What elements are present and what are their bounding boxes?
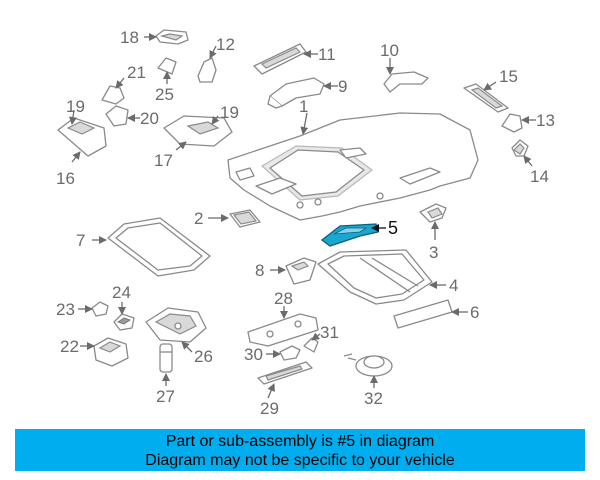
callout-12: 12 bbox=[216, 35, 235, 54]
part-31-clip[interactable] bbox=[303, 337, 319, 353]
callout-3: 3 bbox=[429, 243, 438, 262]
part-5-highlighted[interactable] bbox=[320, 223, 379, 247]
callout-1: 1 bbox=[299, 97, 308, 116]
part-26-console[interactable] bbox=[145, 307, 207, 343]
part-21-bracket[interactable] bbox=[101, 85, 125, 105]
part-8-clip[interactable] bbox=[285, 257, 317, 285]
callout-19-left: 19 bbox=[66, 97, 85, 116]
callout-28: 28 bbox=[274, 289, 293, 308]
part-25-cap[interactable] bbox=[157, 57, 177, 75]
part-4-sunroof-panel[interactable] bbox=[317, 249, 433, 305]
banner-line-1: Part or sub-assembly is #5 in diagram bbox=[165, 433, 435, 450]
part-1-headliner[interactable] bbox=[227, 112, 479, 221]
part-11-rail[interactable] bbox=[253, 43, 307, 75]
callout-24: 24 bbox=[112, 283, 131, 302]
callout-31: 31 bbox=[320, 323, 339, 342]
part-28-panel[interactable] bbox=[247, 313, 319, 347]
part-15-trim[interactable] bbox=[463, 83, 509, 113]
part-10-grab-handle[interactable] bbox=[383, 71, 429, 93]
part-7-seal-frame[interactable] bbox=[107, 217, 211, 277]
callout-32: 32 bbox=[364, 389, 383, 408]
callout-7: 7 bbox=[76, 231, 85, 250]
part-6-strip[interactable] bbox=[393, 299, 453, 329]
callout-2: 2 bbox=[194, 209, 203, 228]
part-3-bracket[interactable] bbox=[419, 203, 447, 223]
callout-30: 30 bbox=[244, 345, 263, 364]
part-30-connector[interactable] bbox=[279, 345, 301, 361]
part-2-lamp[interactable] bbox=[229, 209, 261, 228]
callout-13: 13 bbox=[536, 111, 555, 130]
part-20-mount[interactable] bbox=[105, 105, 129, 127]
part-22-housing[interactable] bbox=[93, 337, 129, 367]
callout-8: 8 bbox=[255, 261, 264, 280]
callout-19-right: 19 bbox=[220, 103, 239, 122]
callout-22: 22 bbox=[60, 337, 79, 356]
callout-23: 23 bbox=[56, 300, 75, 319]
callout-11: 11 bbox=[318, 45, 336, 64]
part-32-speaker[interactable] bbox=[343, 353, 393, 377]
callout-15: 15 bbox=[499, 67, 518, 86]
callout-20: 20 bbox=[140, 109, 159, 128]
callout-29: 29 bbox=[260, 399, 279, 418]
callout-25: 25 bbox=[155, 85, 174, 104]
callout-18: 18 bbox=[120, 28, 139, 47]
part-24-switch[interactable] bbox=[113, 313, 135, 331]
callout-14: 14 bbox=[530, 167, 549, 186]
part-27-bulb[interactable] bbox=[159, 343, 173, 373]
part-18-cover[interactable] bbox=[155, 29, 189, 45]
callout-26: 26 bbox=[194, 347, 213, 366]
callout-21: 21 bbox=[127, 63, 146, 82]
callout-4: 4 bbox=[449, 276, 458, 295]
part-14-plug[interactable] bbox=[511, 139, 529, 157]
banner-line-2: Diagram may not be specific to your vehi… bbox=[145, 452, 455, 469]
callout-10: 10 bbox=[380, 41, 399, 60]
callout-17: 17 bbox=[154, 151, 173, 170]
callout-27: 27 bbox=[156, 387, 175, 406]
part-9-grab-handle[interactable] bbox=[267, 77, 325, 109]
part-29-strip-light[interactable] bbox=[257, 361, 313, 385]
part-12-hook[interactable] bbox=[197, 57, 217, 83]
callout-16: 16 bbox=[56, 169, 75, 188]
part-16-sun-visor[interactable] bbox=[57, 117, 107, 157]
part-23-clip[interactable] bbox=[91, 301, 109, 317]
callout-5: 5 bbox=[388, 218, 398, 238]
callout-6: 6 bbox=[470, 303, 479, 322]
info-banner: Part or sub-assembly is #5 in diagram Di… bbox=[15, 429, 585, 471]
part-13-clip[interactable] bbox=[501, 113, 523, 133]
callout-9: 9 bbox=[338, 77, 347, 96]
